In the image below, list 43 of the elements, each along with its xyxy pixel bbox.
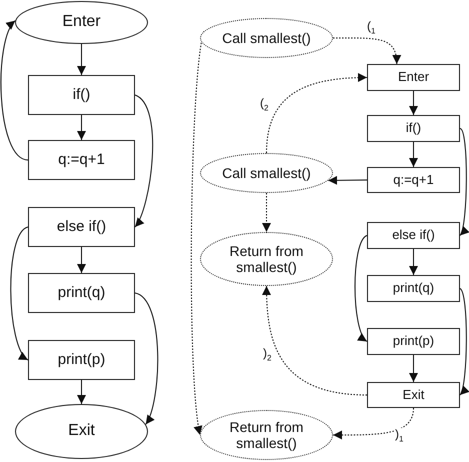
arrow [409, 142, 418, 168]
process-box: else if() [28, 207, 135, 247]
edge-label: ($_{1}$ [366, 20, 376, 36]
process-box: print(q) [28, 273, 135, 313]
arrow [134, 94, 154, 228]
arrow [409, 354, 418, 382]
process-box: if() [28, 75, 135, 115]
arrow [409, 90, 418, 116]
arrow [354, 235, 368, 342]
arrow [332, 37, 401, 64]
edge-label: )$_{2}$ [262, 347, 272, 362]
arrow [409, 248, 418, 276]
arrow [77, 114, 86, 140]
process-box: q:=q+1 [28, 140, 135, 180]
arrow [77, 246, 86, 274]
arrow [262, 286, 368, 396]
process-box: q:=q+1 [367, 167, 460, 193]
process-box: if() [367, 115, 460, 142]
process-box: Exit [367, 382, 460, 408]
edge-label: )$_{1}$ [394, 428, 404, 444]
process-box: else if() [367, 222, 460, 249]
call-ellipse: Return from smallest() [200, 410, 333, 460]
arrow [262, 192, 271, 232]
process-box: print(q) [367, 275, 460, 302]
process-box: print(p) [367, 328, 460, 355]
call-ellipse: Call smallest() [200, 153, 333, 193]
call-ellipse: Return from smallest() [200, 232, 333, 286]
arrow [332, 408, 414, 440]
arrow [0, 20, 28, 160]
arrow [134, 292, 158, 425]
arrow [77, 44, 86, 76]
arrow [77, 380, 86, 404]
call-ellipse: Call smallest() [200, 18, 333, 58]
arrow [328, 176, 368, 185]
arrow [460, 128, 468, 236]
terminal-ellipse: Exit [15, 404, 148, 459]
process-box: print(p) [28, 340, 135, 380]
process-box: Enter [367, 64, 460, 91]
terminal-ellipse: Enter [15, 1, 148, 44]
arrow [10, 226, 28, 360]
arrow [266, 73, 368, 154]
arrow [460, 288, 468, 396]
edge-label: ($_{2}$ [259, 97, 270, 112]
